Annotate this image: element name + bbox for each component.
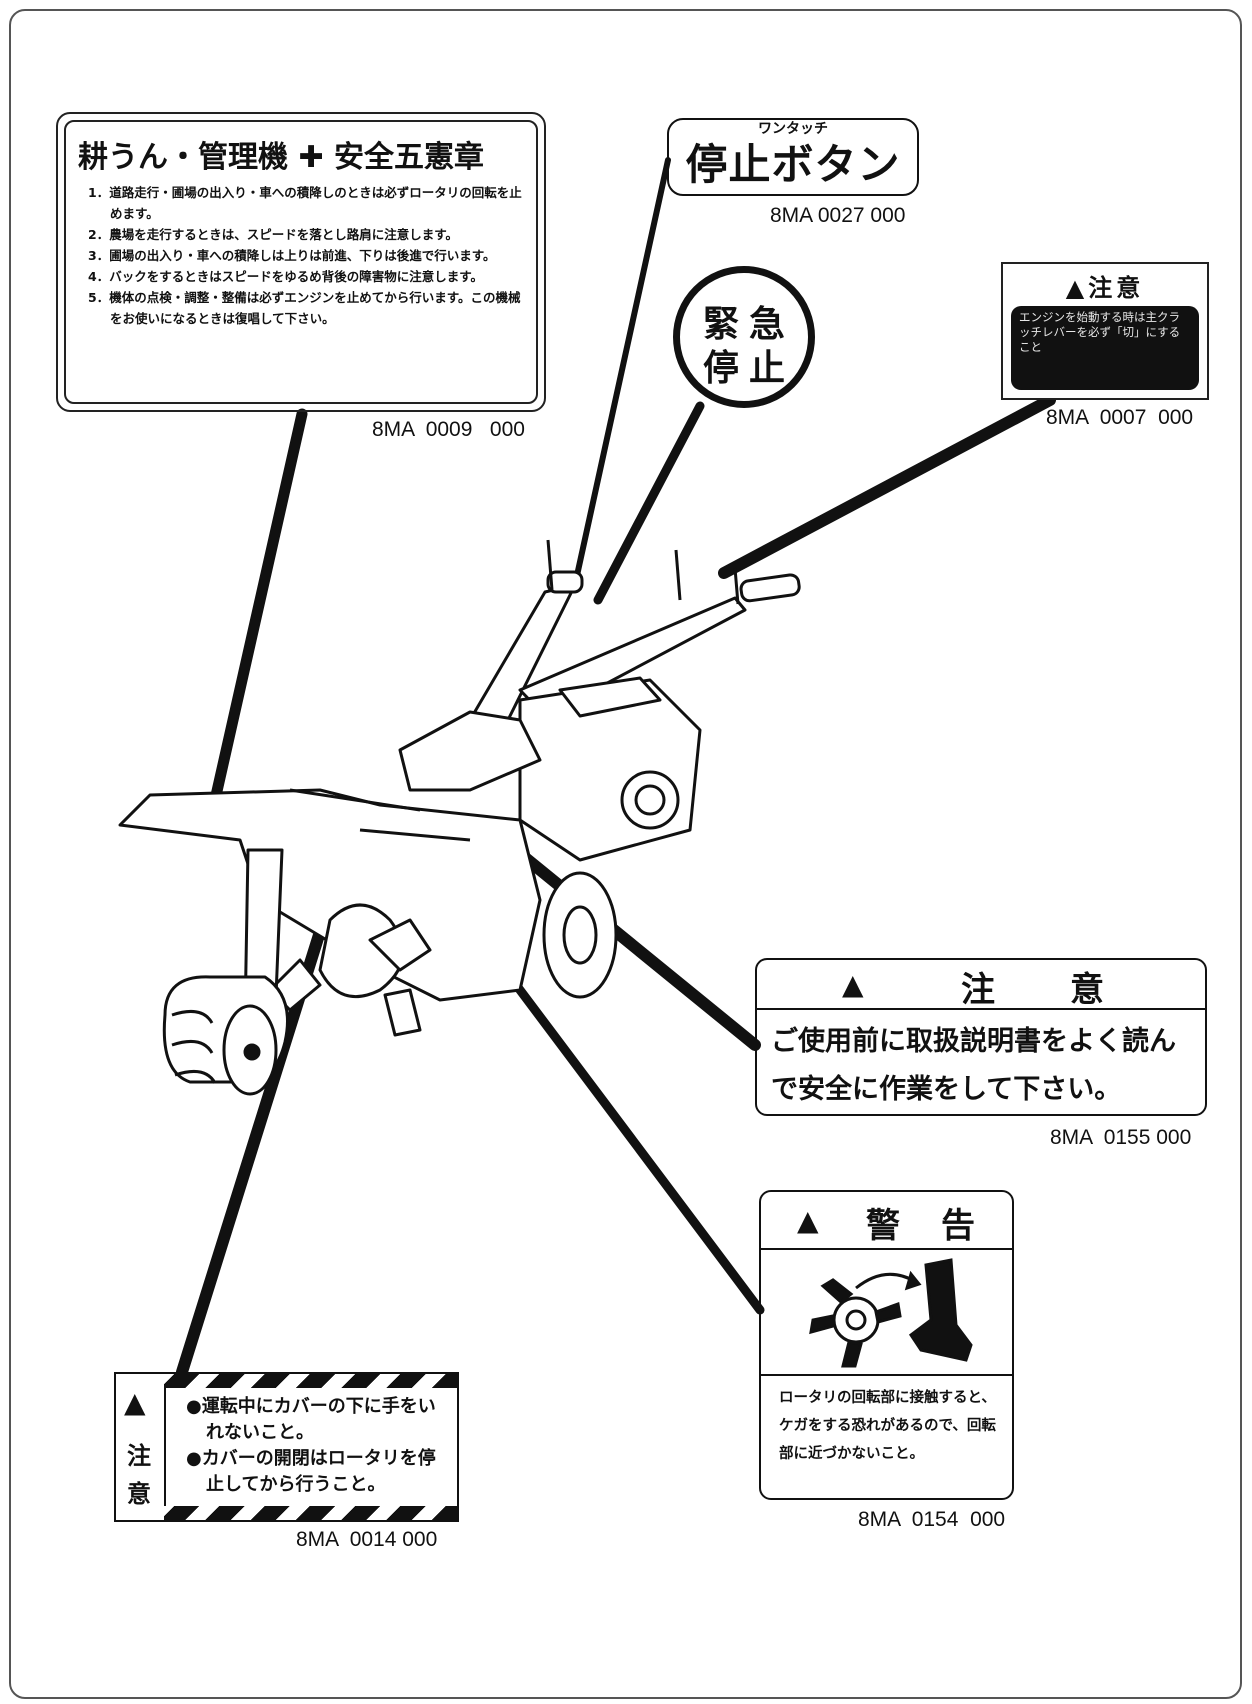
safety-rule: 5．機体の点検・調整・整備は必ずエンジンを止めてから行います。この機械をお使いに…: [88, 290, 521, 326]
caution-list: ●運転中にカバーの下に手をいれないこと。 ●カバーの開閉はロータリを停止してから…: [186, 1394, 451, 1498]
warning-triangle-icon: ▲: [124, 1386, 146, 1419]
leader-tiller-safety: [209, 408, 308, 806]
label-tiller-safety-charter: 耕うん・管理機 ✚ 安全五憲章 1．道路走行・圃場の出入り・車への積降しのときは…: [56, 112, 546, 412]
hood: [398, 710, 542, 792]
safety-rule: 4．バックをするときはスピードをゆるめ背後の障害物に注意します。: [88, 269, 483, 284]
label-inner-border: 耕うん・管理機 ✚ 安全五憲章 1．道路走行・圃場の出入り・車への積降しのときは…: [64, 120, 538, 404]
part-code: 8MA 0014 000: [296, 1528, 438, 1551]
part-code: 8MA 0154 000: [858, 1508, 1006, 1531]
hazard-stripe: [164, 1506, 457, 1520]
label-side-panel: ▲ 注 意: [116, 1374, 166, 1520]
part-code: 8MA 0027 000: [770, 204, 906, 227]
label-header-word: 意: [1070, 970, 1104, 1010]
part-code: 8MA 0009 000: [372, 418, 525, 441]
caution-item: ●カバーの開閉はロータリを停止してから行うこと。: [186, 1448, 436, 1495]
label-body: エンジンを始動する時は主クラッチレバーを必ず「切」にすること: [1011, 306, 1199, 390]
safety-rule: 1．道路走行・圃場の出入り・車への積降しのときは必ずロータリの回転を止めます。: [88, 185, 522, 221]
part-code: 8MA 0155 000: [1050, 1126, 1192, 1149]
label-header-word: 告: [941, 1206, 975, 1246]
grip-left: [546, 570, 584, 594]
safety-rule: 3．圃場の出入り・車への積降しは上りは前進、下りは後進で行います。: [88, 248, 496, 263]
tiller-illustration: [118, 539, 801, 1096]
label-ruby-text: ワンタッチ: [758, 121, 828, 137]
label-stop-button: ワンタッチ 停止ボタン: [667, 118, 919, 196]
grip-right: [739, 573, 801, 603]
label-cover-caution: ▲ 注 意 ●運転中にカバーの下に手をいれないこと。 ●カバーの開閉はロータリを…: [114, 1372, 459, 1522]
label-side-word: 注: [127, 1442, 151, 1470]
warning-triangle-icon: ▲: [842, 968, 864, 1001]
label-title: 停止ボタン: [685, 140, 901, 189]
label-header: ▲ 警 告: [761, 1192, 1012, 1250]
warning-triangle-icon: ▲: [797, 1204, 819, 1237]
label-manual-caution: ▲ 注 意 ご使用前に取扱説明書をよく読んで安全に作業をして下さい。: [755, 958, 1207, 1116]
leader-emergency-stop: [593, 401, 705, 605]
label-header: ▲注意: [1065, 274, 1145, 302]
part-code: 8MA 0007 000: [1046, 406, 1194, 429]
label-title: 耕うん・管理機 ✚ 安全五憲章: [78, 140, 485, 175]
label-side-word: 意: [127, 1480, 151, 1508]
fuel-tank: [558, 676, 662, 718]
label-line-1: 緊急: [702, 304, 795, 345]
label-line-2: 停止: [702, 348, 795, 389]
caution-item: ●運転中にカバーの下に手をいれないこと。: [186, 1396, 436, 1443]
label-body: ロータリの回転部に接触すると、ケガをする恐れがあるので、回転部に近づかないこと。: [779, 1390, 996, 1462]
leader-engine-caution: [718, 394, 1056, 579]
rotary-tine-hazard-icon: [761, 1250, 1012, 1376]
page-frame: [9, 9, 1242, 1699]
label-emergency-stop: 緊急 停止: [673, 266, 815, 408]
label-header-word: 警: [866, 1206, 900, 1246]
label-body: ご使用前に取扱説明書をよく読んで安全に作業をして下さい。: [771, 1026, 1176, 1105]
leader-stop-button: [573, 157, 671, 583]
rotary-tines: [268, 903, 432, 1037]
label-engine-caution: ▲注意 エンジンを始動する時は主クラッチレバーを必ず「切」にすること: [1001, 262, 1209, 400]
label-header-word: 注: [961, 970, 995, 1010]
label-rotary-warning: ▲ 警 告 ロータリの回転部に接触すると、ケガをする恐れがあるので、回転部に近づ…: [759, 1190, 1014, 1500]
safety-rule-list: 1．道路走行・圃場の出入り・車への積降しのときは必ずロータリの回転を止めます。 …: [88, 182, 526, 329]
label-header: ▲ 注 意: [757, 960, 1205, 1010]
hazard-stripe: [164, 1374, 457, 1388]
safety-rule: 2．農場を走行するときは、スピードを落とし路肩に注意します。: [88, 227, 458, 242]
